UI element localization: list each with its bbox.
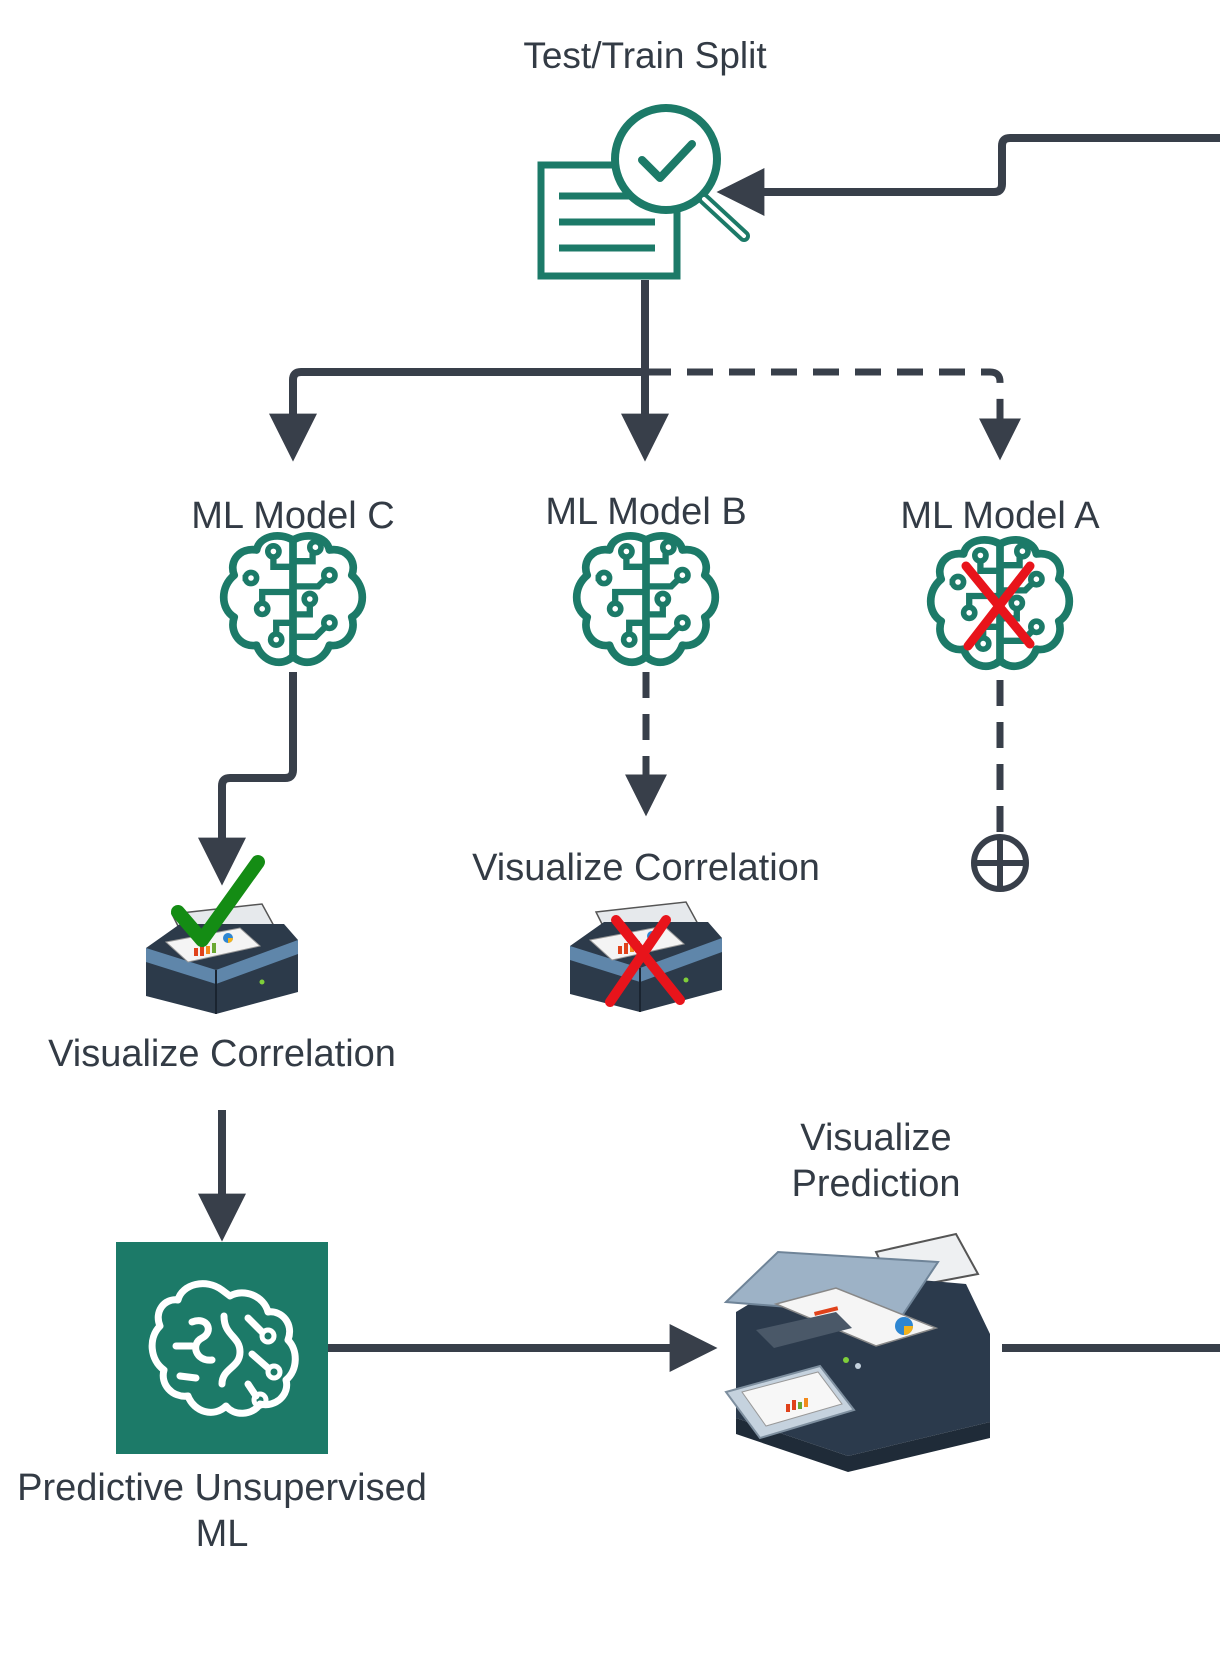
viz-b-failed-x-icon xyxy=(605,915,685,1007)
edge-split-to-model-c xyxy=(269,280,649,462)
viz-pred-label-line2: Prediction xyxy=(791,1163,961,1205)
model-a-label: ML Model A xyxy=(900,495,1100,537)
viz-c-passed-check-icon xyxy=(171,855,265,947)
viz-pred-label-line1: Visualize xyxy=(800,1117,952,1159)
unsupervised-label-line2: ML xyxy=(195,1513,249,1555)
document-search-check-icon[interactable] xyxy=(537,104,750,280)
unsupervised-label-line1: Predictive Unsupervised xyxy=(17,1467,427,1509)
viz-prediction-printer-icon[interactable] xyxy=(725,1233,991,1473)
viz-c-label: Visualize Correlation xyxy=(48,1033,396,1075)
model-c-label: ML Model C xyxy=(191,495,395,537)
edge-external-to-split xyxy=(716,134,1220,216)
edge-split-to-model-a xyxy=(645,368,1021,461)
model-c-brain-icon[interactable] xyxy=(224,536,363,662)
edge-model-c-to-viz-c xyxy=(198,672,297,886)
split-label: Test/Train Split xyxy=(523,35,767,76)
model-b-label: ML Model B xyxy=(545,491,747,533)
unsupervised-ml-badge-icon[interactable] xyxy=(116,1242,328,1454)
model-b-brain-icon[interactable] xyxy=(577,536,716,662)
viz-b-label: Visualize Correlation xyxy=(472,847,820,889)
circle-plus-terminator-icon xyxy=(971,834,1029,892)
model-a-failed-x-icon xyxy=(961,561,1035,651)
